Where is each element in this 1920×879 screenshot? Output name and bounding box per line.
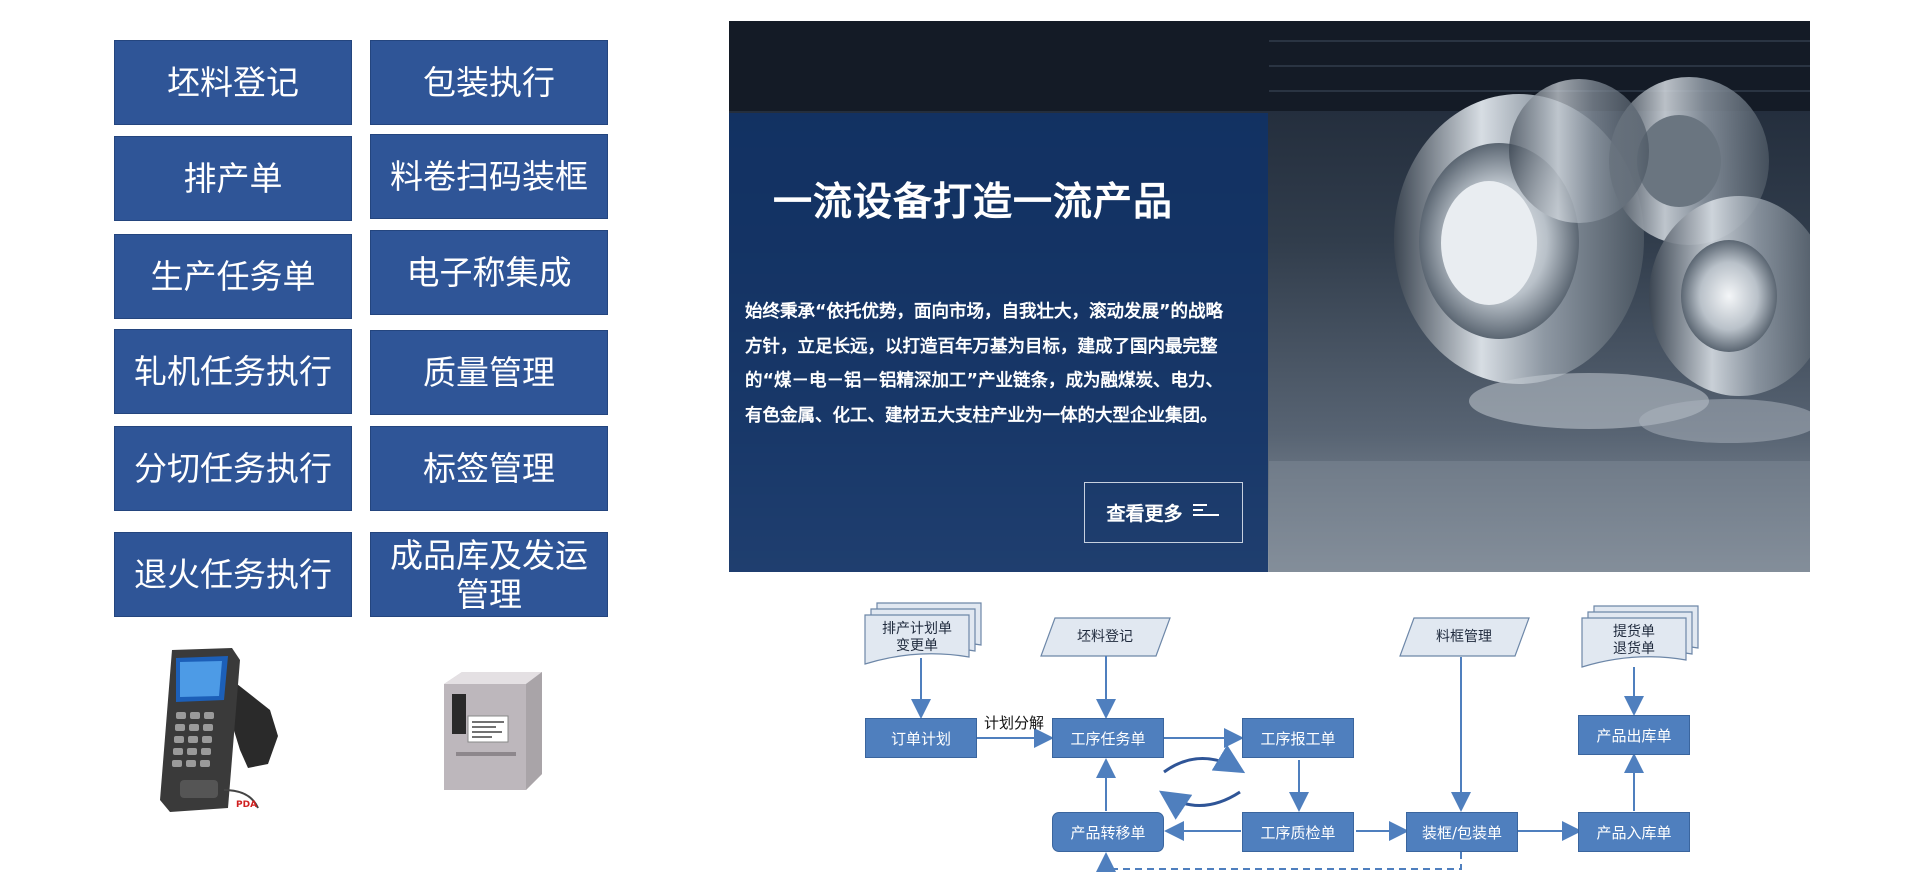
node-product-transfer-order[interactable]: 产品转移单 bbox=[1052, 812, 1164, 852]
tile-quality-management[interactable]: 质量管理 bbox=[370, 330, 608, 415]
view-more-label: 查看更多 bbox=[1106, 503, 1183, 525]
tile-annealing-task-execution[interactable]: 退火任务执行 bbox=[114, 532, 352, 617]
node-order-plan[interactable]: 订单计划 bbox=[865, 718, 977, 758]
node-product-inbound-order[interactable]: 产品入库单 bbox=[1578, 812, 1690, 852]
tile-slitting-task-execution[interactable]: 分切任务执行 bbox=[114, 426, 352, 511]
node-process-task-order[interactable]: 工序任务单 bbox=[1052, 718, 1164, 758]
banner-description: 始终秉承“依托优势，面向市场，自我壮大，滚动发展”的战略方针，立足长远，以打造百… bbox=[745, 302, 1224, 426]
tile-finished-goods-shipping[interactable]: 成品库及发运管理 bbox=[370, 532, 608, 617]
blank-registration-input: 坯料登记 bbox=[1077, 628, 1133, 645]
tile-production-schedule[interactable]: 排产单 bbox=[114, 136, 352, 221]
tile-packing-execution[interactable]: 包装执行 bbox=[370, 40, 608, 125]
plan-document-line2: 变更单 bbox=[896, 638, 938, 654]
banner-title: 一流设备打造一流产品 bbox=[773, 180, 1174, 225]
frame-management-input: 料框管理 bbox=[1436, 628, 1492, 645]
pickup-document: 提货单 退货单 bbox=[1582, 623, 1686, 659]
pda-label: PDA bbox=[236, 800, 258, 810]
plan-document: 排产计划单 变更单 bbox=[865, 620, 969, 656]
view-more-button[interactable]: 查看更多 bbox=[1084, 482, 1243, 543]
cycle-arrows-icon bbox=[1159, 744, 1246, 820]
tile-electronic-scale[interactable]: 电子称集成 bbox=[370, 230, 608, 315]
node-process-report-order[interactable]: 工序报工单 bbox=[1242, 718, 1354, 758]
tile-label-management[interactable]: 标签管理 bbox=[370, 426, 608, 511]
tile-production-task-order[interactable]: 生产任务单 bbox=[114, 234, 352, 319]
banner-text-panel: 一流设备打造一流产品 始终秉承“依托优势，面向市场，自我壮大，滚动发展”的战略方… bbox=[729, 113, 1268, 572]
plan-document-line1: 排产计划单 bbox=[882, 621, 952, 637]
pickup-document-line1: 提货单 bbox=[1613, 624, 1655, 640]
handheld-scanner-icon bbox=[140, 640, 290, 820]
dashed-return-line bbox=[1096, 852, 1462, 872]
node-frame-packing-order[interactable]: 装框/包装单 bbox=[1406, 812, 1518, 852]
menu-lines-icon bbox=[1191, 501, 1221, 524]
label-printer-icon bbox=[426, 668, 546, 798]
pickup-document-line2: 退货单 bbox=[1613, 641, 1655, 657]
hero-banner: 一流设备打造一流产品 始终秉承“依托优势，面向市场，自我壮大，滚动发展”的战略方… bbox=[729, 21, 1810, 572]
tile-rolling-task-execution[interactable]: 轧机任务执行 bbox=[114, 329, 352, 414]
tile-blank-registration[interactable]: 坯料登记 bbox=[114, 40, 352, 125]
steel-coils-image bbox=[729, 21, 1810, 572]
edge-label-plan-split: 计划分解 bbox=[984, 714, 1045, 732]
node-process-inspection-order[interactable]: 工序质检单 bbox=[1242, 812, 1354, 852]
node-product-outbound-order[interactable]: 产品出库单 bbox=[1578, 715, 1690, 755]
tile-coil-scan-framing[interactable]: 料卷扫码装框 bbox=[370, 134, 608, 219]
